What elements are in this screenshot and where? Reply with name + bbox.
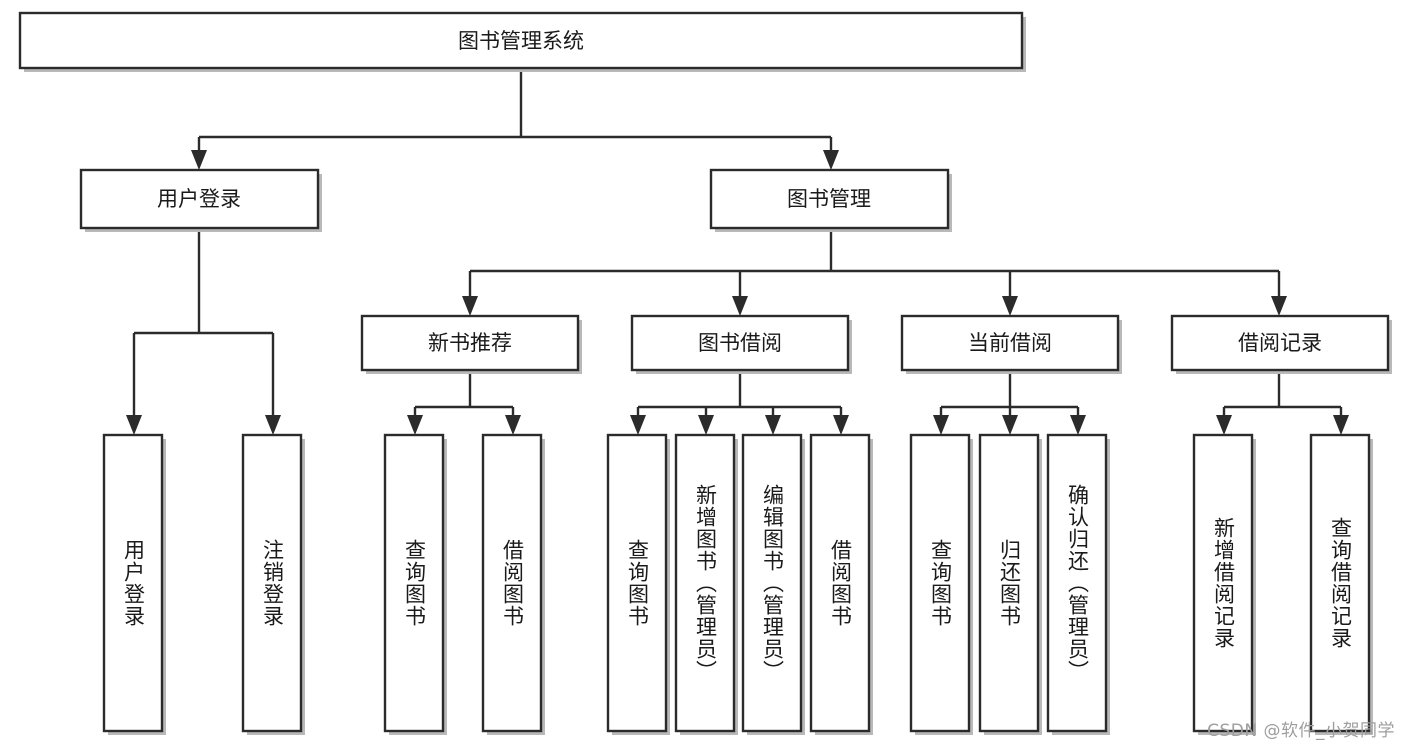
arrow-book-manage-to-new-book — [462, 296, 478, 316]
node-new-book-recommend[interactable]: 新书推荐 — [360, 314, 582, 374]
leaf-query-book-3-box[interactable] — [909, 433, 971, 733]
node-book-manage[interactable]: 图书管理 — [709, 168, 952, 232]
node-current-borrow-box[interactable] — [900, 314, 1120, 372]
arrow-book-borrow-leaf-4 — [833, 415, 849, 435]
leaf-user-login-box[interactable] — [102, 433, 164, 733]
arrow-book-manage-to-borrow-record — [1271, 296, 1287, 316]
node-root-box[interactable] — [18, 11, 1024, 70]
leaf-query-book-2-box[interactable] — [606, 433, 668, 733]
leaf-confirm-return-box[interactable] — [1046, 433, 1108, 733]
arrow-root-to-book-manage — [823, 150, 839, 170]
node-book-manage-label: 图书管理 — [787, 187, 871, 211]
leaf-edit-book-box[interactable] — [741, 433, 803, 733]
node-borrow-record[interactable]: 借阅记录 — [1170, 314, 1392, 374]
leaf-user-logout-box[interactable] — [241, 433, 303, 733]
node-book-manage-box[interactable] — [709, 168, 950, 230]
leaf-add-book-box[interactable] — [674, 433, 736, 733]
leaf-add-record-box[interactable] — [1192, 433, 1254, 733]
arrow-book-manage-to-book-borrow — [732, 296, 748, 316]
leaf-nodes — [102, 433, 1373, 735]
arrow-new-book-leaf-1 — [407, 415, 423, 435]
arrow-user-login-leaf-1 — [126, 415, 142, 435]
arrow-book-manage-to-current-borrow — [1002, 296, 1018, 316]
arrow-book-borrow-leaf-1 — [630, 415, 646, 435]
arrow-current-borrow-leaf-1 — [933, 415, 949, 435]
node-root[interactable]: 图书管理系统 — [18, 11, 1026, 72]
arrow-new-book-leaf-2 — [505, 415, 521, 435]
arrow-borrow-record-leaf-2 — [1333, 415, 1349, 435]
node-book-borrow[interactable]: 图书借阅 — [630, 314, 852, 374]
arrow-borrow-record-leaf-1 — [1216, 415, 1232, 435]
leaf-borrow-book-2-box[interactable] — [809, 433, 871, 733]
node-current-borrow-label: 当前借阅 — [968, 331, 1052, 355]
connectors — [126, 68, 1349, 435]
node-user-login-box[interactable] — [79, 168, 320, 230]
arrow-book-borrow-leaf-2 — [698, 415, 714, 435]
node-new-book-recommend-label: 新书推荐 — [428, 331, 512, 355]
watermark: CSDN @软件_小贺同学 — [1207, 721, 1395, 741]
node-borrow-record-box[interactable] — [1170, 314, 1390, 372]
leaf-return-book-box[interactable] — [978, 433, 1040, 733]
node-current-borrow[interactable]: 当前借阅 — [900, 314, 1122, 374]
leaf-query-book-1-box[interactable] — [383, 433, 445, 733]
node-root-label: 图书管理系统 — [458, 29, 584, 53]
node-borrow-record-label: 借阅记录 — [1238, 331, 1322, 355]
node-user-login[interactable]: 用户登录 — [79, 168, 322, 232]
leaf-borrow-book-1-box[interactable] — [481, 433, 543, 733]
leaf-query-record-box[interactable] — [1309, 433, 1371, 733]
arrow-user-login-leaf-2 — [265, 415, 281, 435]
arrow-root-to-user-login — [191, 150, 207, 170]
node-book-borrow-box[interactable] — [630, 314, 850, 372]
arrow-current-borrow-leaf-3 — [1070, 415, 1086, 435]
node-user-login-label: 用户登录 — [157, 187, 241, 211]
arrow-book-borrow-leaf-3 — [765, 415, 781, 435]
node-book-borrow-label: 图书借阅 — [698, 331, 782, 355]
arrow-current-borrow-leaf-2 — [1002, 415, 1018, 435]
node-new-book-recommend-box[interactable] — [360, 314, 580, 372]
